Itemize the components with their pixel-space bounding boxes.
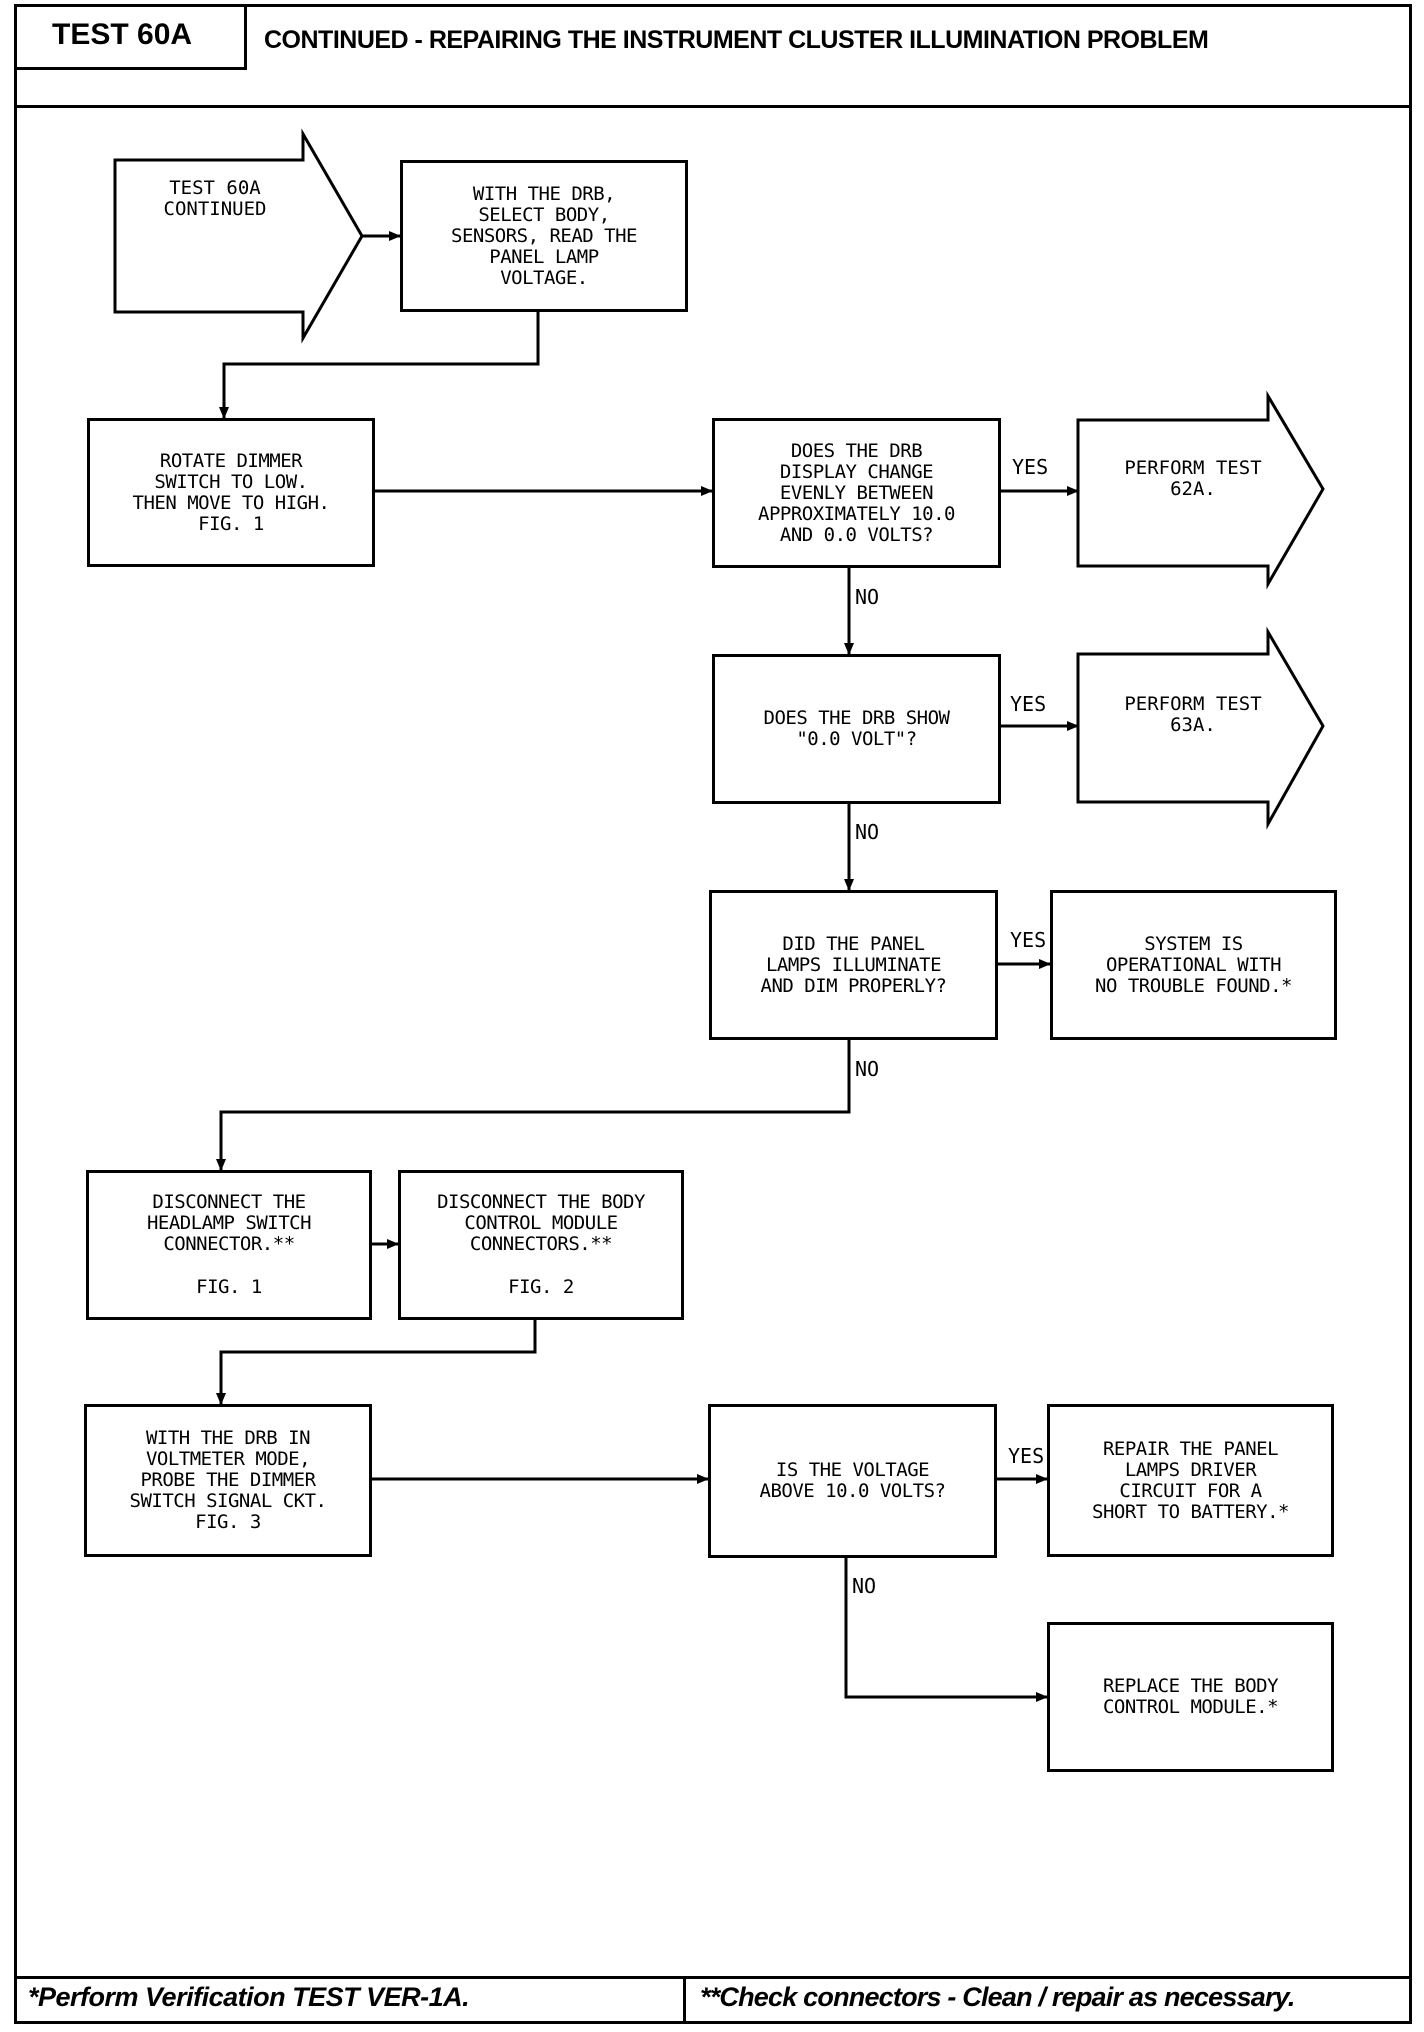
no-label-display: NO <box>855 585 880 609</box>
header-bottom-rule <box>14 105 1412 108</box>
select-body-step: WITH THE DRB, SELECT BODY, SENSORS, READ… <box>400 160 688 312</box>
start-node: TEST 60A CONTINUED <box>163 177 267 220</box>
footer-note-verification: *Perform Verification TEST VER-1A. <box>28 1982 470 2012</box>
disconnect-headlamp-text: DISCONNECT THE HEADLAMP SWITCH CONNECTOR… <box>146 1191 312 1255</box>
show-zero-question: DOES THE DRB SHOW "0.0 VOLT"? <box>712 654 1001 804</box>
footer-note-connectors: **Check connectors - Clean / repair as n… <box>700 1982 1295 2012</box>
lamps-illuminate-question: DID THE PANEL LAMPS ILLUMINATE AND DIM P… <box>709 890 998 1040</box>
replace-bcm-result: REPLACE THE BODY CONTROL MODULE.* <box>1047 1622 1334 1772</box>
voltmeter-probe-step: WITH THE DRB IN VOLTMETER MODE, PROBE TH… <box>84 1404 372 1557</box>
perform-test-63a: PERFORM TEST 63A. <box>1124 693 1262 736</box>
test-id: TEST 60A <box>52 18 193 51</box>
no-label-lamps: NO <box>855 1057 880 1081</box>
yes-label-62a: YES <box>1012 455 1049 479</box>
yes-label-repair: YES <box>1008 1444 1045 1468</box>
display-change-question: DOES THE DRB DISPLAY CHANGE EVENLY BETWE… <box>712 418 1001 568</box>
perform-62a-arrow-shape <box>1076 390 1325 590</box>
disconnect-bcm-fig: FIG. 2 <box>508 1276 574 1298</box>
page-title: CONTINUED - REPAIRING THE INSTRUMENT CLU… <box>264 26 1209 54</box>
rotate-dimmer-step: ROTATE DIMMER SWITCH TO LOW. THEN MOVE T… <box>87 418 375 567</box>
header-id-cell <box>14 4 247 70</box>
no-label-show-zero: NO <box>855 820 880 844</box>
voltage-above-question: IS THE VOLTAGE ABOVE 10.0 VOLTS? <box>708 1404 997 1558</box>
disconnect-headlamp-fig: FIG. 1 <box>196 1276 262 1298</box>
repair-driver-result: REPAIR THE PANEL LAMPS DRIVER CIRCUIT FO… <box>1047 1404 1334 1557</box>
no-label-voltage: NO <box>852 1574 877 1598</box>
system-operational-result: SYSTEM IS OPERATIONAL WITH NO TROUBLE FO… <box>1050 890 1337 1040</box>
perform-test-62a: PERFORM TEST 62A. <box>1124 457 1262 500</box>
start-arrow-shape <box>113 128 364 344</box>
footer-divider <box>683 1976 686 2024</box>
disconnect-bcm-step: DISCONNECT THE BODY CONTROL MODULE CONNE… <box>398 1170 684 1320</box>
disconnect-headlamp-step: DISCONNECT THE HEADLAMP SWITCH CONNECTOR… <box>86 1170 372 1320</box>
footer-rule <box>14 1976 1412 1979</box>
perform-63a-arrow-shape <box>1076 626 1325 830</box>
disconnect-bcm-text: DISCONNECT THE BODY CONTROL MODULE CONNE… <box>437 1191 645 1255</box>
yes-label-63a: YES <box>1010 692 1047 716</box>
yes-label-system-ok: YES <box>1010 928 1047 952</box>
